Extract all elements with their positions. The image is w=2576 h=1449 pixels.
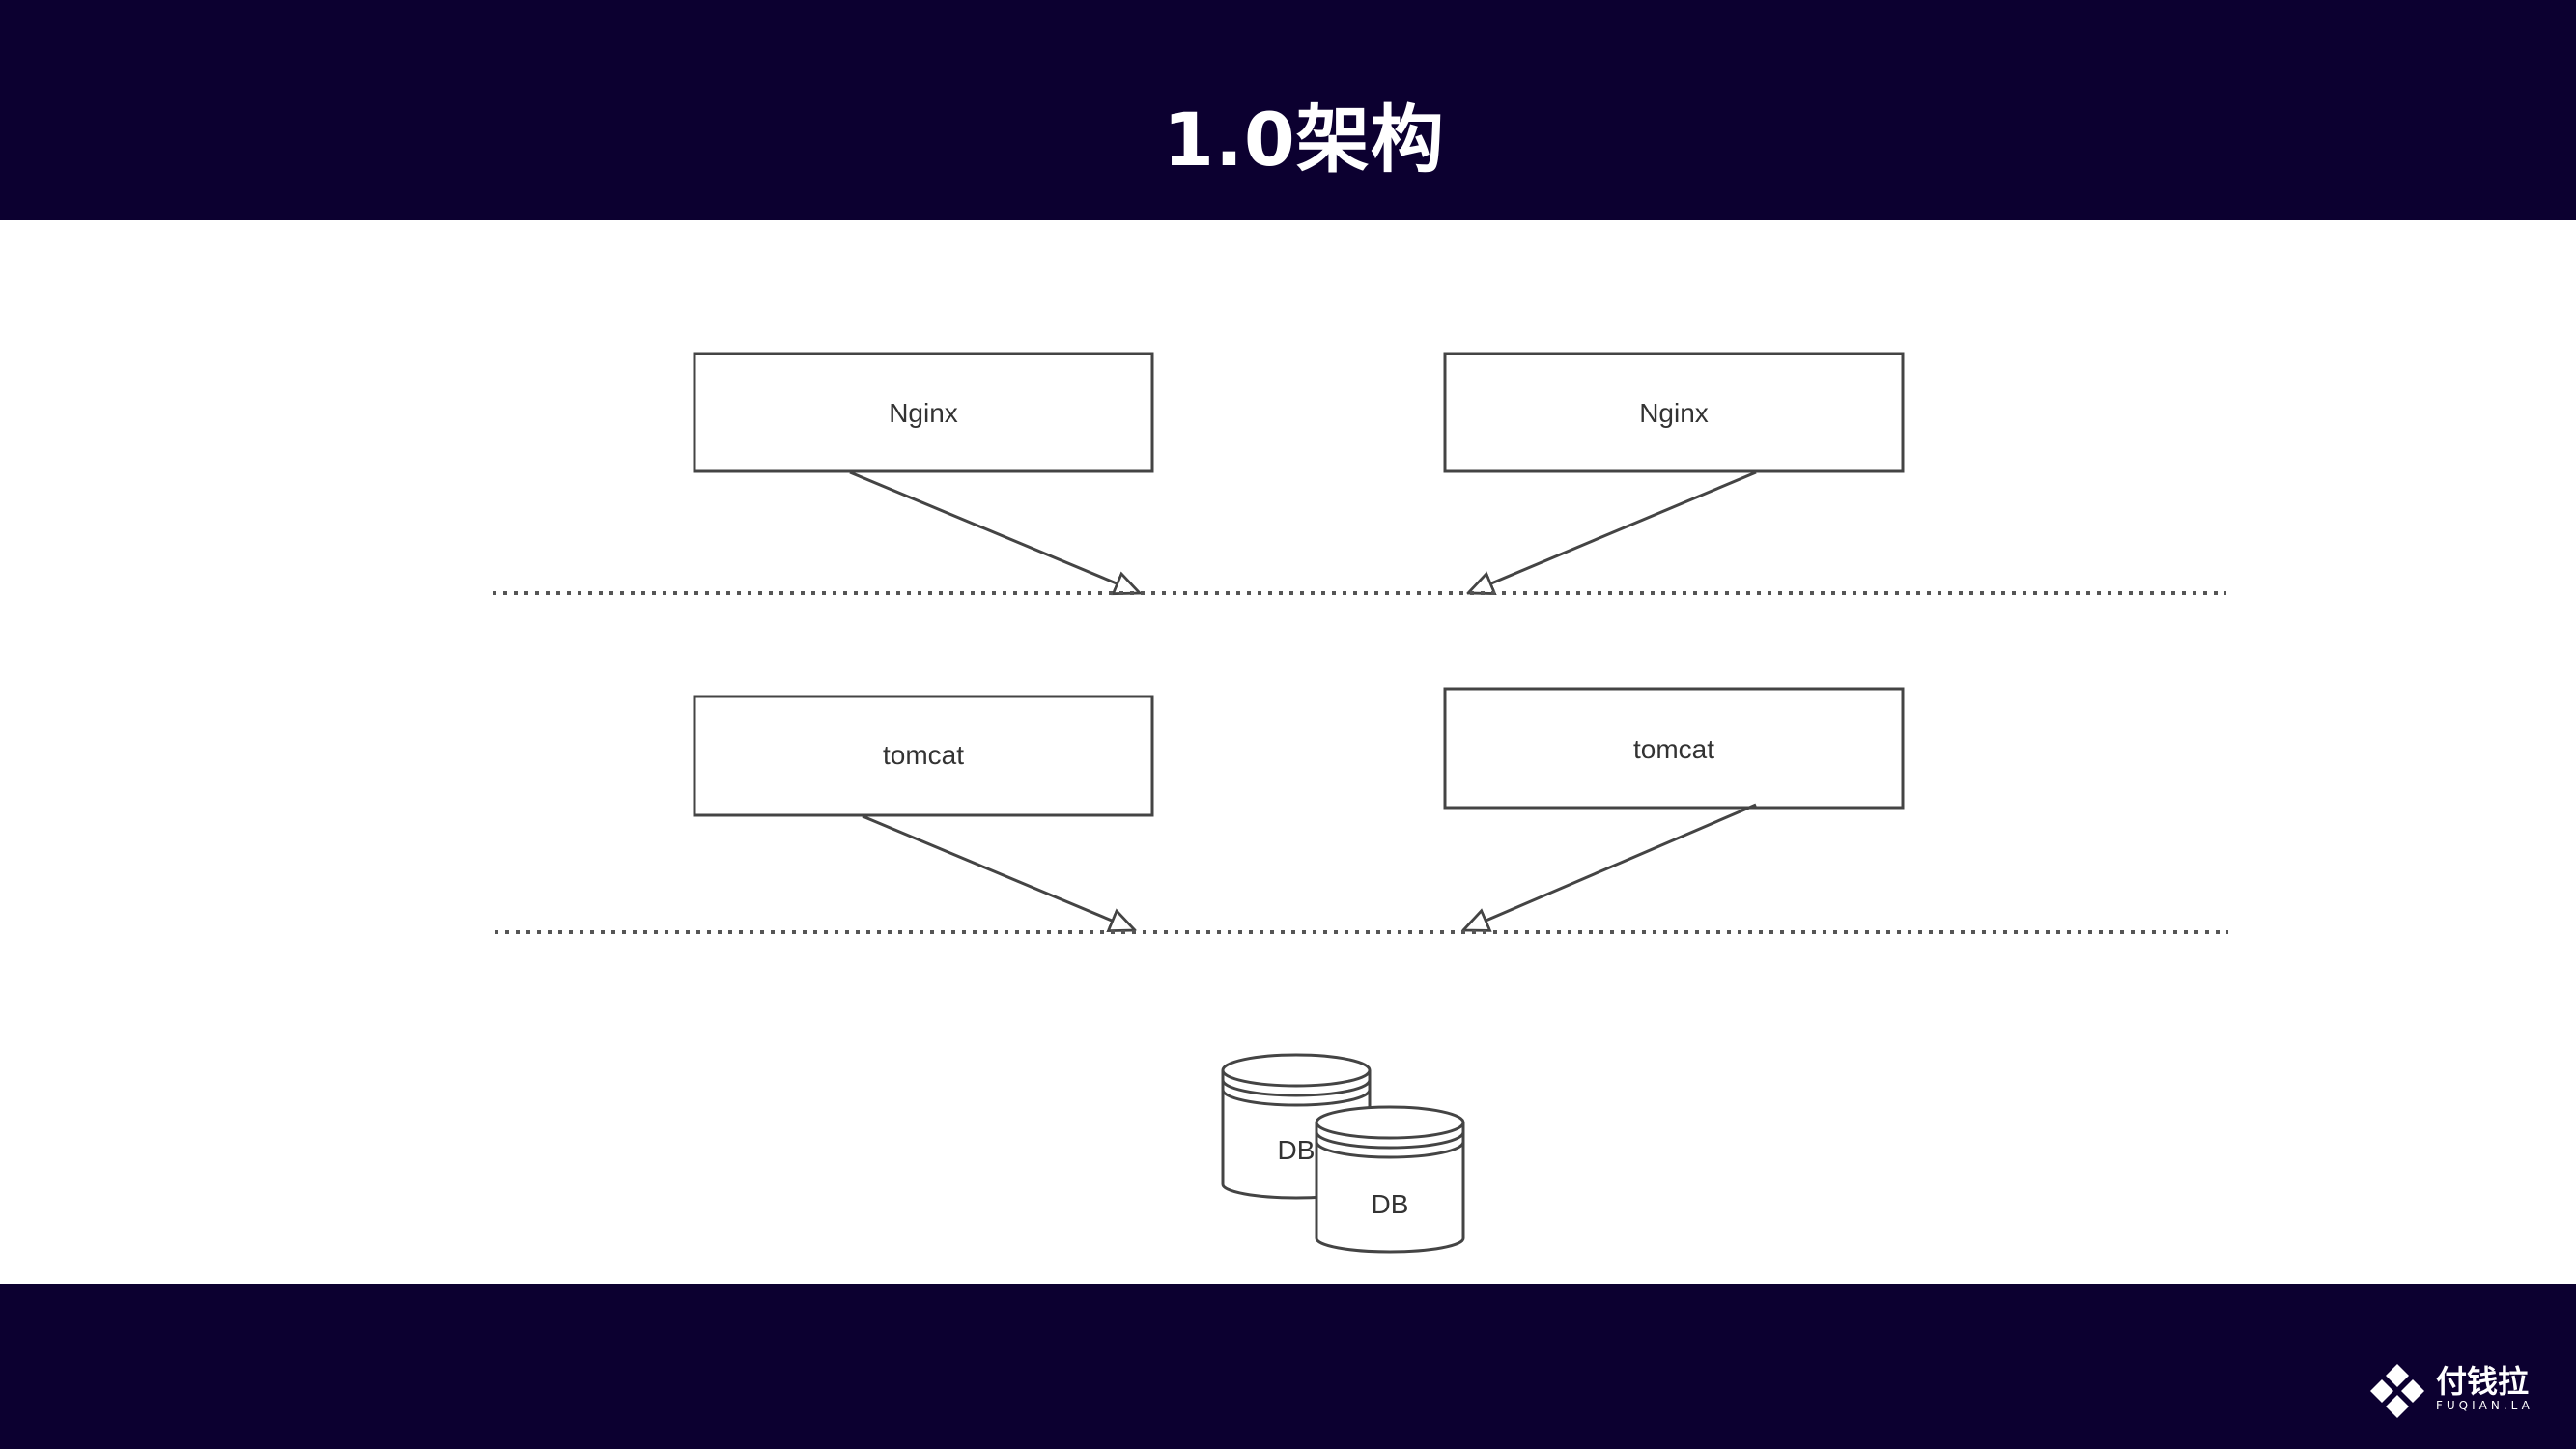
footer-bar [0,1284,2576,1449]
brand-logo: 付钱拉 FUQIAN.LA [2368,1362,2542,1420]
tomcat-right-label: tomcat [1633,734,1714,764]
nginx-right-label: Nginx [1639,398,1709,428]
logo-name: 付钱拉 [2436,1363,2530,1400]
architecture-diagram: Nginx Nginx tomcat tomcat [0,220,2576,1284]
arrow-nginx-left [849,470,1140,593]
header-bar [0,0,2576,220]
db-back-label: DB [1278,1135,1316,1165]
db-front-label: DB [1372,1189,1409,1219]
db-front-cylinder: DB [1315,1105,1465,1254]
tomcat-left-label: tomcat [883,740,964,770]
diamond-logo-icon [2370,1364,2424,1418]
db-back-cylinder: DB [1221,1053,1372,1200]
nginx-right-node: Nginx [1443,352,1905,473]
page-title: 1.0架构 [1163,97,1445,183]
arrow-tomcat-left [862,814,1135,930]
logo-domain: FUQIAN.LA [2436,1399,2534,1412]
arrow-tomcat-right [1463,803,1757,930]
tomcat-right-node: tomcat [1443,687,1905,810]
nginx-left-label: Nginx [889,398,958,428]
nginx-left-node: Nginx [693,352,1154,473]
tomcat-left-node: tomcat [693,695,1154,817]
arrow-nginx-right [1468,470,1757,593]
